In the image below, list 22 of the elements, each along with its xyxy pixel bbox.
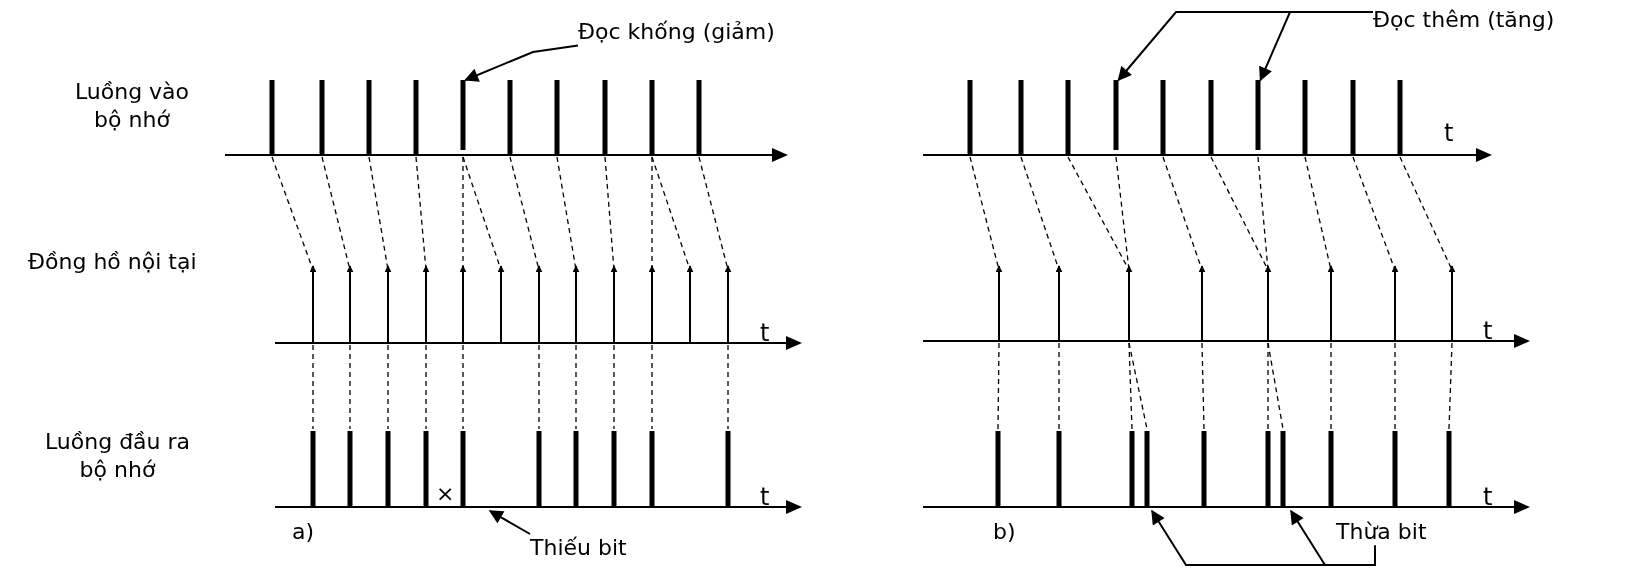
cross-mark: × (436, 480, 455, 508)
row-label: Luồng vào bộ nhớ (73, 78, 191, 133)
row-label: Luồng đầu ra bộ nhớ (43, 428, 192, 483)
leader-line (1259, 11, 1374, 82)
leader-line (464, 44, 579, 82)
leader-line (488, 510, 531, 535)
pulse-bar (1255, 80, 1261, 150)
axis-label: t (1483, 316, 1493, 346)
row-label: Đồng hồ nội tại (28, 248, 197, 276)
callout-label: Thiếu bit (530, 534, 627, 562)
panel-label: b) (993, 518, 1016, 546)
axis-label: t (1483, 482, 1493, 512)
leader-line (1290, 509, 1376, 566)
axis-label: t (760, 318, 770, 348)
axis-label: t (760, 482, 770, 512)
panel-label: a) (292, 518, 315, 546)
callout-label: Đọc khống (giảm) (578, 18, 775, 46)
pulse-bar (1113, 80, 1119, 150)
axis-label: t (1444, 118, 1454, 148)
pulse-bar (460, 80, 466, 150)
callout-label: Đọc thêm (tăng) (1373, 6, 1555, 34)
callout-label: Thừa bit (1336, 518, 1427, 546)
